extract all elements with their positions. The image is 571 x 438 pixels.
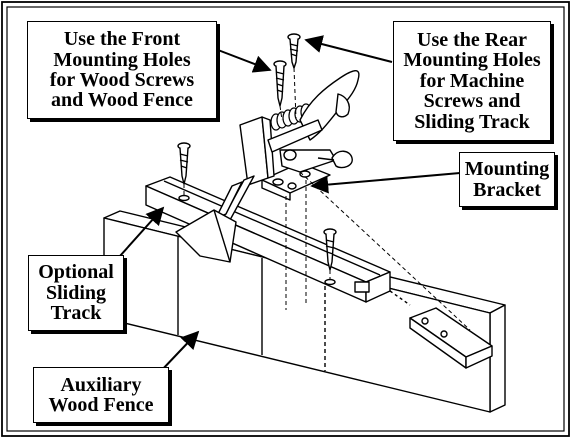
arrow-wood-fence <box>159 330 200 373</box>
arrow-front-holes <box>217 49 272 73</box>
screw-front-top <box>273 60 287 107</box>
callout-bracket: Mounting Bracket <box>459 152 555 207</box>
arrow-sliding-track <box>119 206 165 257</box>
screw-left-track <box>177 142 191 202</box>
screw-right-track <box>323 228 337 286</box>
alignment-lines <box>183 67 471 331</box>
callout-front-holes: Use the Front Mounting Holes for Wood Sc… <box>27 21 217 119</box>
arrow-rear-holes <box>304 35 393 63</box>
callout-bracket-text: Mounting Bracket <box>464 158 550 201</box>
inner-frame <box>6 6 565 432</box>
arrow-bracket <box>310 172 461 194</box>
callout-sliding-track-text: Optional Sliding Track <box>38 261 114 325</box>
callout-front-holes-text: Use the Front Mounting Holes for Wood Sc… <box>49 28 195 112</box>
callout-rear-holes: Use the Rear Mounting Holes for Machine … <box>393 21 551 141</box>
callout-rear-holes-text: Use the Rear Mounting Holes for Machine … <box>403 29 541 133</box>
mounting-bracket <box>261 162 331 201</box>
callout-sliding-track: Optional Sliding Track <box>28 255 124 331</box>
toggle-clamp <box>175 70 360 263</box>
callout-wood-fence: Auxiliary Wood Fence <box>33 367 169 423</box>
screw-rear-top <box>287 33 301 69</box>
callout-wood-fence-text: Auxiliary Wood Fence <box>48 373 154 416</box>
